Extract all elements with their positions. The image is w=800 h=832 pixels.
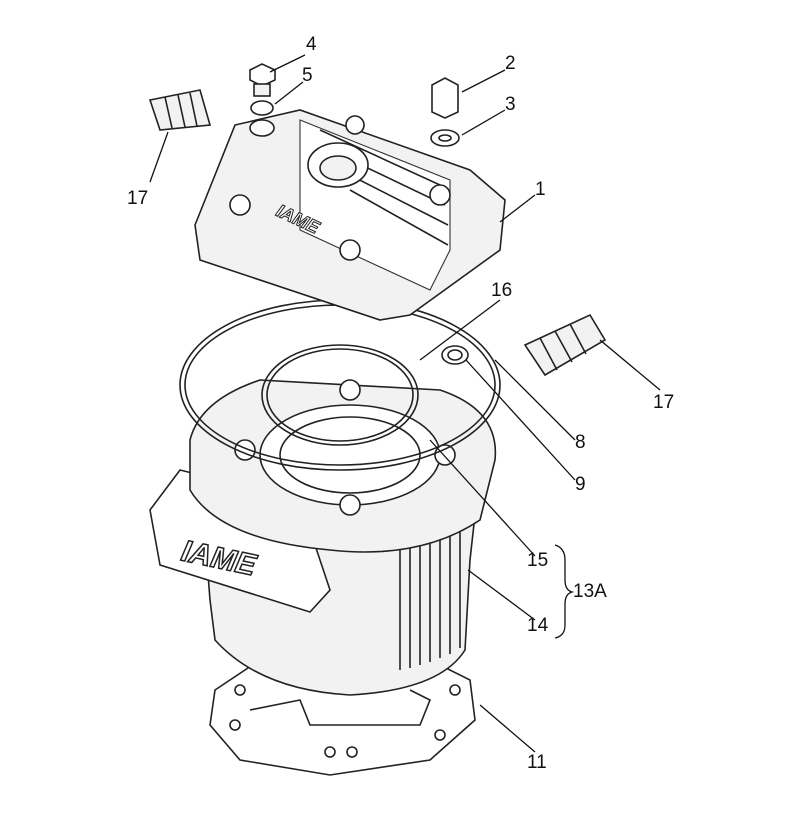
washer-part-3 bbox=[430, 129, 460, 147]
callout-11: 11 bbox=[527, 752, 547, 773]
washer-part-5 bbox=[250, 100, 274, 116]
callout-2: 2 bbox=[505, 53, 516, 74]
water-fitting-part-17-left bbox=[148, 89, 212, 131]
callout-14: 14 bbox=[527, 615, 549, 636]
cooling-fins bbox=[399, 500, 461, 670]
callout-15: 15 bbox=[527, 550, 549, 571]
callout-9: 9 bbox=[575, 474, 586, 495]
cylinder-part-14: IAME bbox=[149, 379, 497, 696]
callout-3: 3 bbox=[505, 94, 516, 115]
cylinder-head-part-1: IAME bbox=[194, 109, 506, 321]
callout-17-left: 17 bbox=[127, 188, 149, 209]
callout-17-right: 17 bbox=[653, 392, 675, 413]
plug-part-4 bbox=[249, 63, 276, 97]
callout-16: 16 bbox=[491, 280, 513, 301]
nut-part-2 bbox=[431, 77, 459, 119]
callout-4: 4 bbox=[306, 34, 317, 55]
callout-5: 5 bbox=[302, 65, 313, 86]
callout-8: 8 bbox=[575, 432, 586, 453]
callout-1: 1 bbox=[535, 179, 546, 200]
o-ring-part-9 bbox=[441, 345, 469, 365]
leader-lines bbox=[149, 54, 661, 753]
o-ring-part-16 bbox=[261, 344, 419, 446]
callout-13a: 13A bbox=[573, 581, 607, 602]
water-fitting-part-17-right bbox=[523, 313, 607, 377]
